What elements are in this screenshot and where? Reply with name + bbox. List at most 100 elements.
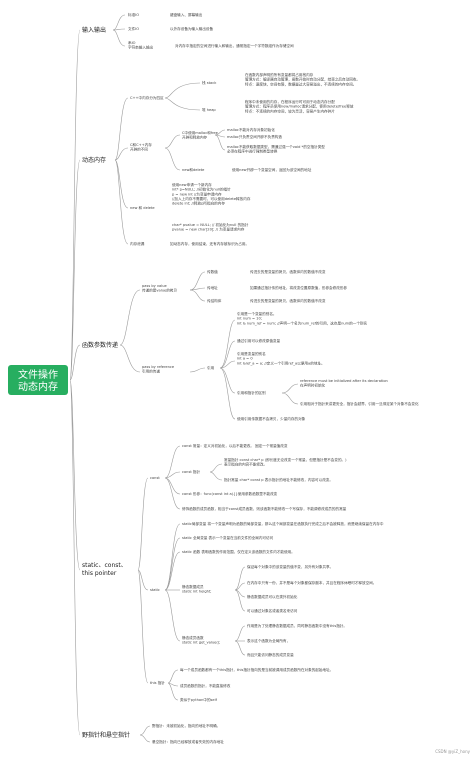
- text-line: 字符串输入输出: [128, 45, 154, 50]
- const-item-2: const 形参：func(const int a){}使用参数函数里不能改变: [182, 491, 278, 496]
- io-item-1-value: 以外存设备为输入输出设备: [170, 26, 214, 31]
- heap-key: 堆 heap: [202, 107, 216, 112]
- text-line: 常量指针 const char* p (即长度无论改变一个常量，但是指针是不会变…: [224, 457, 347, 462]
- cpp-new-value: 使用new开辟一个变量空间，返回为该空间的地址: [232, 167, 312, 172]
- text-line: 必须在程序中进行强制类型转换: [227, 149, 278, 154]
- this-key: this 指针: [150, 680, 165, 685]
- text-line: 引用的传递: [142, 369, 160, 374]
- text-line: 引用是变量的别名: [237, 351, 266, 356]
- text-line: int* p=NULL; //初始化为null的指针: [172, 187, 231, 192]
- io-item-1-key: 文件IO: [128, 26, 139, 31]
- pbv-item-1-value: 如果通过指针传的地址，将改变位置原数值，形参会修改形参: [250, 285, 347, 290]
- static-item-2: static 函数 表明函数的作用范围，仅在定义该函数的文件内才能使用。: [182, 549, 295, 554]
- cpp-new-key: new和delete: [182, 167, 205, 172]
- const-item-0: const 常量：定义对初始化，以后不能更改。 固定一个常量值改变: [182, 443, 288, 448]
- root-box: [8, 365, 68, 395]
- text-line: 串IO: [128, 40, 136, 45]
- pbv-item-1-key: 传地址: [207, 285, 218, 290]
- leak-value: 如动态内存，使用结束，还有内存被标识为占用。: [170, 241, 249, 246]
- text-line: int &ref_a = a; //定义一个引用ref_a以便用a的地址。: [237, 360, 325, 365]
- connectors: [69, 14, 299, 743]
- c-malloc-item-2: malloc不能获取数据类型，需通过强一个void *的空指针类型必须在程序中进…: [227, 144, 325, 154]
- sdm-item-1: 在内存中只有一份，并不是每个对象都保存副本，并且在程序休眠时才释放空间。: [247, 580, 376, 585]
- section-io[interactable]: 输入输出 标准IO 键盘输入、屏幕输出 文件IO 以外存设备为输入输出设备 串I…: [82, 12, 294, 50]
- text-line: 管理方式：编译器自动管理，函数开始时自动分配，结束之后自动回收。: [245, 77, 360, 82]
- io-item-2-value: 对内存中指定的空间进行输入和输出，通常指定一个字符数组作为存储空间: [175, 43, 294, 48]
- text-line: 管理方式：程序员使用new/malloc请求分配，使用delete/free释放: [245, 104, 354, 109]
- section-wild[interactable]: 野指针和悬空指针 野指针：未被初始化，指向的地址不明确。 悬空指针：指向已经释放…: [82, 723, 224, 744]
- sdm-item-3: 可以通过对象名或者类名来访问: [247, 608, 298, 613]
- heap-value: 程序中未使用的内存，在程序运行时可用于动态内存分配管理方式：程序员使用new/m…: [245, 99, 354, 113]
- ref-item-0: 引用是一个变量的别名。int num = 10;int & num_ref = …: [237, 311, 368, 325]
- wild-item-1: 悬空指针：指向已经释放或者失效的内存地址: [152, 739, 224, 744]
- pbv-item-0-value: 传进去的是变量的拷贝，函数体内的数值不改变: [250, 269, 326, 274]
- text-line: static int get_value();: [182, 641, 220, 645]
- text-line: p = new int //为变量申请内存: [172, 191, 222, 196]
- ref-diff-1: 引用相对于指针来讲更安全，指针会越界，引用一旦绑定某个对象不会变化: [300, 401, 419, 406]
- text-line: char* pvalue = NULL; // 初始化为null 的指针: [172, 222, 249, 227]
- c-malloc-item-0: malloc不能对内存对象初始化: [227, 127, 275, 132]
- section-scs[interactable]: static、const、this pointer const const 常量…: [82, 443, 384, 702]
- text-line: 静态数据成员: [182, 584, 204, 589]
- text-line: 开辟和释放内存: [182, 135, 208, 140]
- pbv-item-2-value: 传进去的是变量的拷贝，函数体内的数值不改变: [250, 298, 326, 303]
- this-item-0: 每一个成员函数都有一个this指针，this指针指向的是当前被调用成员函数所在对…: [180, 667, 333, 672]
- text-line: malloc不能获取数据类型，需通过强一个void *的空指针类型: [227, 144, 325, 149]
- sdm-item-0: 保证每个对象中的该变量的值不变，另外有对象共享。: [247, 564, 333, 569]
- sfm-item-1: 表示这个函数为全局所有，: [247, 638, 290, 643]
- text-line: static、const、: [82, 562, 127, 569]
- text-line: 传递的是value的拷贝: [142, 288, 177, 293]
- text-line: static int height;: [182, 590, 212, 594]
- text-line: 表示指向的内容不能修改。: [224, 462, 267, 467]
- dyn-title: 动态内存: [82, 156, 106, 164]
- leak-key: 内存泄漏: [130, 241, 145, 246]
- text-line: C中使用malloc和free: [182, 130, 219, 135]
- text-line: C和C++内存: [130, 142, 152, 147]
- section-dyn[interactable]: 动态内存 C++中内存分为四区 栈 stack 在函数内部声明的所有变量都将占用…: [82, 72, 360, 246]
- watermark: CSDN @yiZ_hony: [435, 749, 470, 754]
- text-line: int num = 10;: [237, 317, 262, 321]
- text-line: reference must be initialized after its …: [300, 379, 388, 383]
- text-line: //加入上内存不需要时，可以使用delete释放内存: [172, 196, 251, 201]
- root-title-line1: 文件操作: [18, 368, 58, 381]
- root-title-line2: 动态内存: [18, 380, 58, 393]
- new-delete-title: new 和 delete: [130, 205, 155, 210]
- text-line: pvalue = new char[20]; // 为变量请求内存: [172, 227, 245, 232]
- static-item-0: static局部变量 将一个变量声明为函数的局部变量，那么这个局部变量在函数执行…: [182, 521, 384, 526]
- c-malloc-item-1: malloc只负责空间开辟不负责构造: [227, 134, 282, 139]
- text-line: pass by reference: [142, 365, 175, 369]
- const-key: const: [150, 476, 160, 480]
- ccpp-title: C和C++内存开辟的不同: [130, 142, 152, 152]
- pbv-item-2-key: 传结构体: [207, 298, 222, 303]
- io-item-0-key: 标准IO: [128, 12, 139, 17]
- root-node[interactable]: 文件操作 动态内存: [8, 365, 68, 395]
- text-line: 特点：速度快，空间有限，数据量过大容易溢出，不连续的内存空间。: [245, 81, 356, 86]
- text-line: pass by value: [142, 284, 168, 288]
- this-item-2: 类似于python中的self: [180, 697, 218, 702]
- const-item-1: const 指针: [182, 469, 200, 474]
- io-item-0-value: 键盘输入、屏幕输出: [170, 12, 203, 17]
- sfm-item-2: 而且只能访问静态的成员变量: [247, 652, 294, 657]
- text-line: this pointer: [82, 570, 117, 577]
- text-line: int a = 0: [237, 357, 253, 361]
- text-line: 开辟的不同: [130, 147, 148, 152]
- static-item-1: static 全局变量 表示一个变量在当前文件的全局内可访问: [182, 535, 274, 540]
- text-line: 程序中未使用的内存，在程序运行时可用于动态内存分配: [245, 99, 335, 104]
- text-line: 使用new申请一个新内存: [172, 182, 212, 187]
- pbv-item-0-key: 传数值: [207, 269, 218, 274]
- sdm-item-2: 静态数据成员可以在类外初始化: [247, 594, 298, 599]
- const-ptr-0: 常量指针 const char* p (即长度无论改变一个常量，但是指针是不会变…: [224, 457, 347, 467]
- const-ptr-1: 指针常量 char* const p 表示指针的地址不能修改，内容可以改变。: [224, 477, 333, 482]
- text-line: int & num_ref = num; //声明一个名为num_ref的引用，…: [237, 320, 368, 325]
- text-line: 静态成员函数: [182, 635, 204, 640]
